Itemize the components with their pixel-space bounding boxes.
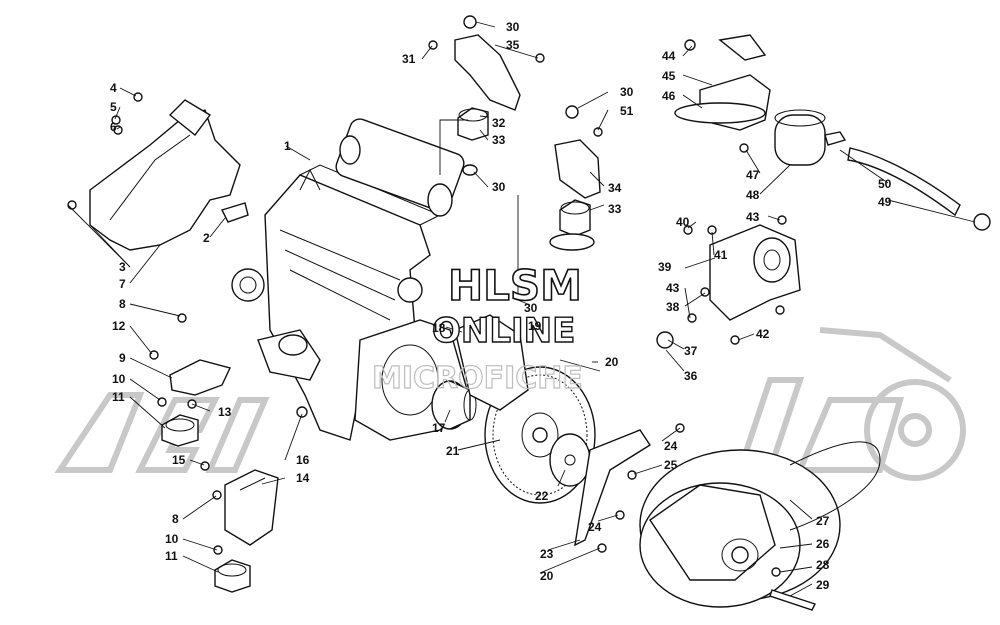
callout-4: 4 (110, 81, 117, 95)
motor-mount-front (161, 359, 231, 447)
callout-42: 42 (756, 327, 770, 341)
callout-51: 51 (620, 104, 634, 118)
callout-10b: 10 (165, 532, 179, 546)
callout-34: 34 (608, 181, 622, 195)
callout-44: 44 (662, 49, 676, 63)
callout-20b: 20 (540, 569, 554, 583)
watermark: HLSM ONLINE MICROFICHE (371, 260, 583, 396)
callout-17: 17 (432, 421, 446, 435)
callout-labels: 1 2 3 4 5 6 7 8 9 10 11 12 13 14 15 16 8… (110, 20, 892, 592)
callout-8b: 8 (172, 512, 179, 526)
bracket-23 (574, 429, 651, 547)
fuel-hose (847, 147, 961, 217)
callout-19: 19 (528, 319, 542, 333)
top-mount-right (549, 105, 601, 251)
fuel-filter (774, 109, 847, 166)
motor-mount-rear (214, 469, 279, 593)
callout-23: 23 (540, 547, 554, 561)
callout-25: 25 (664, 458, 678, 472)
callout-32: 32 (492, 116, 506, 130)
callout-29: 29 (816, 578, 830, 592)
callout-28: 28 (816, 558, 830, 572)
callout-35: 35 (506, 38, 520, 52)
flange (549, 433, 591, 487)
callout-30d: 30 (524, 301, 538, 315)
callout-13: 13 (218, 405, 232, 419)
callout-47: 47 (746, 168, 760, 182)
watermark-line3: MICROFICHE (372, 361, 583, 396)
callout-7: 7 (119, 277, 126, 291)
callout-22: 22 (535, 489, 549, 503)
callout-5: 5 (110, 100, 117, 114)
callout-20a: 20 (605, 355, 619, 369)
belt-cover (89, 99, 241, 251)
callout-33b: 33 (608, 202, 622, 216)
leader-lines (67, 21, 976, 597)
callout-33a: 33 (492, 133, 506, 147)
bracket-2 (221, 202, 249, 223)
callout-43b: 43 (746, 210, 760, 224)
callout-1: 1 (284, 139, 291, 153)
callout-8a: 8 (119, 297, 126, 311)
callout-48: 48 (746, 188, 760, 202)
callout-45: 45 (662, 69, 676, 83)
oil-pump-bracket (656, 224, 801, 349)
callout-18: 18 (432, 321, 446, 335)
filter-bracket (674, 34, 771, 131)
callout-31: 31 (402, 52, 416, 66)
callout-26: 26 (816, 537, 830, 551)
callout-3: 3 (119, 260, 126, 274)
callout-38: 38 (666, 300, 680, 314)
callout-41: 41 (714, 248, 728, 262)
callout-14: 14 (296, 471, 310, 485)
callout-2: 2 (203, 231, 210, 245)
callout-39: 39 (658, 260, 672, 274)
callout-40: 40 (676, 215, 690, 229)
hose-fitting (973, 213, 991, 231)
callout-36: 36 (684, 369, 698, 383)
callout-16: 16 (296, 453, 310, 467)
callout-43a: 43 (666, 281, 680, 295)
callout-15: 15 (172, 453, 186, 467)
callout-30a: 30 (506, 20, 520, 34)
callout-49: 49 (878, 195, 892, 209)
callout-12: 12 (112, 319, 126, 333)
watermark-line2: ONLINE (432, 311, 575, 351)
watermark-graphic (54, 327, 966, 481)
watermark-line1: HLSM (448, 261, 582, 310)
callout-30b: 30 (492, 180, 506, 194)
callout-6: 6 (110, 120, 117, 134)
callout-11b: 11 (165, 549, 178, 563)
callout-21: 21 (446, 444, 460, 458)
callout-9: 9 (119, 351, 126, 365)
callout-11a: 11 (112, 390, 125, 404)
callout-24b: 24 (588, 520, 602, 534)
callout-46: 46 (662, 89, 676, 103)
drive-hub (431, 380, 477, 430)
drive-clutch (639, 441, 881, 608)
bolt-29 (769, 589, 816, 611)
adapter-plate (454, 314, 529, 411)
callout-24a: 24 (664, 439, 678, 453)
callout-30c: 30 (620, 85, 634, 99)
callout-27: 27 (816, 514, 830, 528)
callout-37: 37 (684, 344, 698, 358)
callout-10a: 10 (112, 372, 126, 386)
callout-50: 50 (878, 177, 892, 191)
